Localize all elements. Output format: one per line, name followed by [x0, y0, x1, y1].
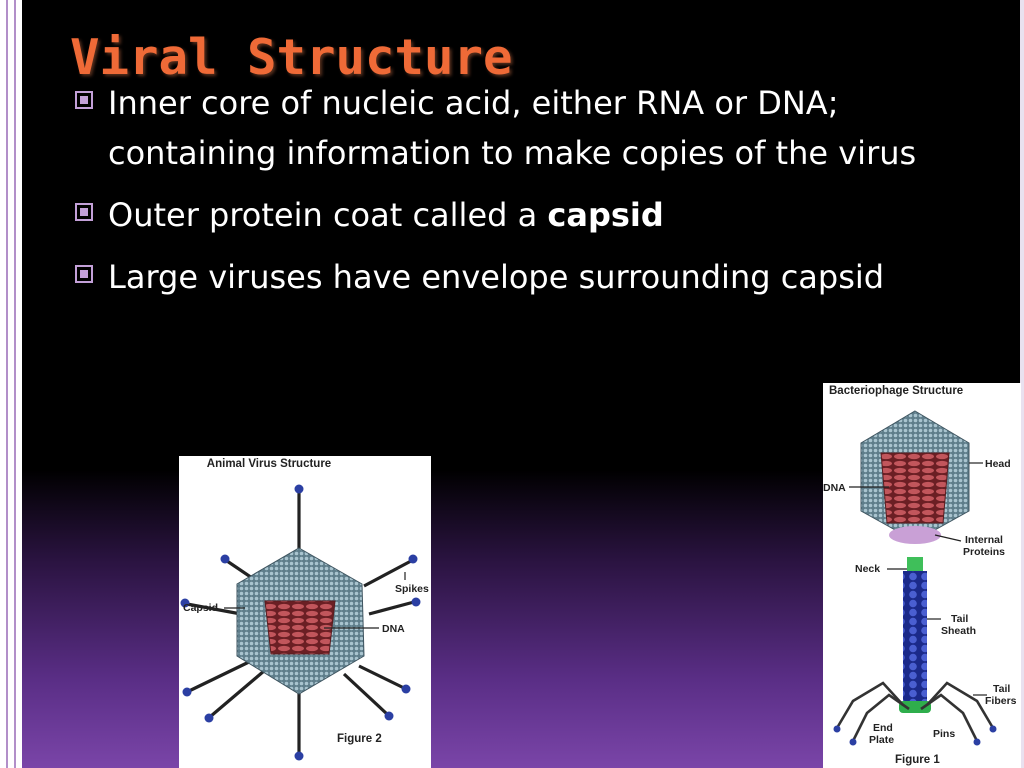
slide-title: Viral Structure	[70, 29, 513, 86]
end-plate	[899, 701, 931, 713]
square-bullet-icon	[75, 203, 93, 221]
fibers-label: Fibers	[985, 695, 1017, 707]
bacteriophage-diagram: Bacteriophage Structure	[823, 385, 1017, 766]
left-decorative-rail	[0, 0, 22, 768]
tail-fibers	[835, 681, 995, 742]
bacteriophage-figure: Bacteriophage Structure	[823, 383, 1021, 768]
figure-caption: Figure 1	[895, 754, 940, 766]
rail-line	[6, 0, 8, 768]
bullet-text: Inner core of nucleic acid, either RNA o…	[108, 84, 917, 172]
end-label: End	[873, 722, 893, 734]
plate-label: Plate	[869, 734, 894, 746]
bullet-item: Inner core of nucleic acid, either RNA o…	[72, 78, 972, 178]
bullet-item: Large viruses have envelope surrounding …	[72, 252, 972, 302]
dna-label: DNA	[382, 623, 405, 635]
pins-label: Pins	[933, 728, 955, 740]
tail-fibers-label: Tail	[993, 683, 1010, 695]
sheath-label: Sheath	[941, 625, 976, 637]
square-bullet-icon	[75, 265, 93, 283]
bullet-text: Outer protein coat called a	[108, 196, 548, 234]
right-decorative-rail	[1020, 0, 1024, 768]
spike-tips	[180, 484, 421, 761]
bullet-list: Inner core of nucleic acid, either RNA o…	[72, 78, 972, 302]
figure-caption: Figure 2	[337, 733, 382, 745]
tail-sheath	[903, 571, 927, 701]
square-bullet-icon	[75, 91, 93, 109]
tail-label: Tail	[951, 613, 968, 625]
animal-virus-figure: Animal Virus Structure	[179, 456, 431, 768]
dna-core	[264, 600, 336, 655]
dna-label: DNA	[823, 482, 846, 494]
bullet-bold-term: capsid	[547, 196, 664, 234]
bullet-item: Outer protein coat called a capsid	[72, 190, 972, 240]
internal-proteins	[889, 526, 941, 544]
internal-label: Internal	[965, 534, 1003, 546]
animal-virus-diagram: Animal Virus Structure	[180, 458, 429, 761]
bullet-text: Large viruses have envelope surrounding …	[108, 258, 885, 296]
rail-line	[14, 0, 16, 768]
neck-label: Neck	[855, 563, 880, 575]
figure-title: Bacteriophage Structure	[829, 385, 963, 397]
proteins-label: Proteins	[963, 546, 1005, 558]
phage-dna	[880, 452, 950, 524]
head-label: Head	[985, 458, 1011, 470]
figure-title: Animal Virus Structure	[207, 458, 331, 470]
capsid-label: Capsid	[183, 602, 218, 614]
spikes-label: Spikes	[395, 583, 429, 595]
phage-neck	[907, 557, 923, 571]
